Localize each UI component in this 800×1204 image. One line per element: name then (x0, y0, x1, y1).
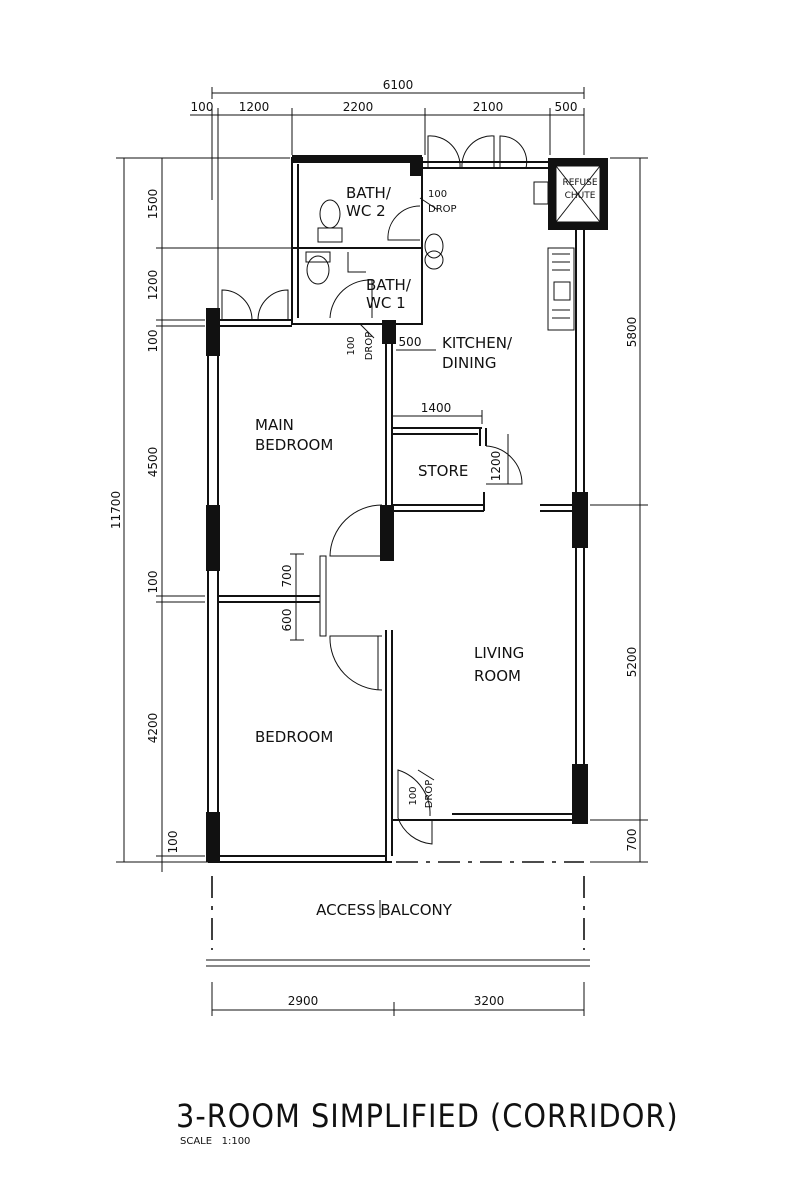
access-balcony (206, 861, 590, 967)
room-access-balcony: ACCESS BALCONY (316, 901, 453, 919)
room-kitchen-line1: KITCHEN/ (442, 334, 513, 352)
inner-dimensions: 500 1400 1200 700 600 (280, 335, 509, 641)
room-bath2-line2: WC 2 (346, 202, 386, 220)
dim-top-2200: 2200 (343, 100, 374, 114)
top-dimensions: 6100 100 1200 2200 2100 500 (190, 78, 585, 330)
drop-note-3-label: DROP (424, 780, 435, 809)
dim-top-1200: 1200 (239, 100, 270, 114)
plan-title: 3-ROOM SIMPLIFIED (CORRIDOR) (176, 1097, 679, 1135)
dim-500: 500 (399, 335, 422, 349)
refuse-chute: REFUSE CHUTE (548, 158, 608, 230)
dim-left-100c: 100 (166, 831, 180, 854)
dim-left-100b: 100 (146, 571, 160, 594)
room-main-bedroom-line2: BEDROOM (255, 436, 333, 454)
refuse-label-2: CHUTE (565, 191, 596, 201)
room-living-line1: LIVING (474, 644, 524, 662)
room-store: STORE (418, 462, 468, 480)
dim-right-5200: 5200 (625, 647, 639, 678)
drop-note-1-label: DROP (428, 204, 457, 215)
room-bath1-line2: WC 1 (366, 294, 406, 312)
dim-bottom-2900: 2900 (288, 994, 319, 1008)
right-dimensions: 5800 5200 700 (590, 157, 648, 863)
dim-bottom-3200: 3200 (474, 994, 505, 1008)
drop-note-3-value: 100 (408, 786, 419, 805)
room-bath1-line1: BATH/ (366, 276, 412, 294)
dim-top-100: 100 (191, 100, 214, 114)
columns (206, 158, 588, 862)
room-labels: BATH/ WC 2 BATH/ WC 1 KITCHEN/ DINING MA… (255, 184, 524, 919)
dim-right-700: 700 (625, 829, 639, 852)
dim-right-5800: 5800 (625, 317, 639, 348)
drop-note-2-label: DROP (364, 332, 375, 361)
plan-scale: SCALE 1:100 (180, 1136, 250, 1147)
refuse-label-1: REFUSE (562, 178, 597, 188)
room-bath2-line1: BATH/ (346, 184, 392, 202)
dim-left-total: 11700 (109, 491, 123, 529)
dim-600: 600 (280, 609, 294, 632)
doors (221, 135, 528, 845)
drop-note-2-value: 100 (346, 336, 357, 355)
room-living-line2: ROOM (474, 667, 521, 685)
dim-left-4200: 4200 (146, 713, 160, 744)
drop-note-1-value: 100 (428, 189, 447, 200)
dim-top-500: 500 (555, 100, 578, 114)
bottom-dimensions: 2900 3200 (211, 982, 585, 1016)
dim-left-100a: 100 (146, 330, 160, 353)
room-kitchen-line2: DINING (442, 354, 496, 372)
dim-1200: 1200 (489, 451, 503, 482)
room-main-bedroom-line1: MAIN (255, 416, 294, 434)
dim-top-total: 6100 (383, 78, 414, 92)
drop-notes: 100 DROP 100 DROP 100 DROP (346, 189, 457, 808)
dim-left-1500: 1500 (146, 189, 160, 220)
dim-1400: 1400 (421, 401, 452, 415)
dim-700: 700 (280, 565, 294, 588)
walls (207, 155, 585, 863)
left-dimensions: 11700 1500 1200 100 4500 100 4200 100 (109, 157, 292, 872)
fixtures (305, 181, 575, 781)
dim-top-2100: 2100 (473, 100, 504, 114)
dim-left-1200: 1200 (146, 270, 160, 301)
room-bedroom: BEDROOM (255, 728, 333, 746)
dim-left-4500: 4500 (146, 447, 160, 478)
